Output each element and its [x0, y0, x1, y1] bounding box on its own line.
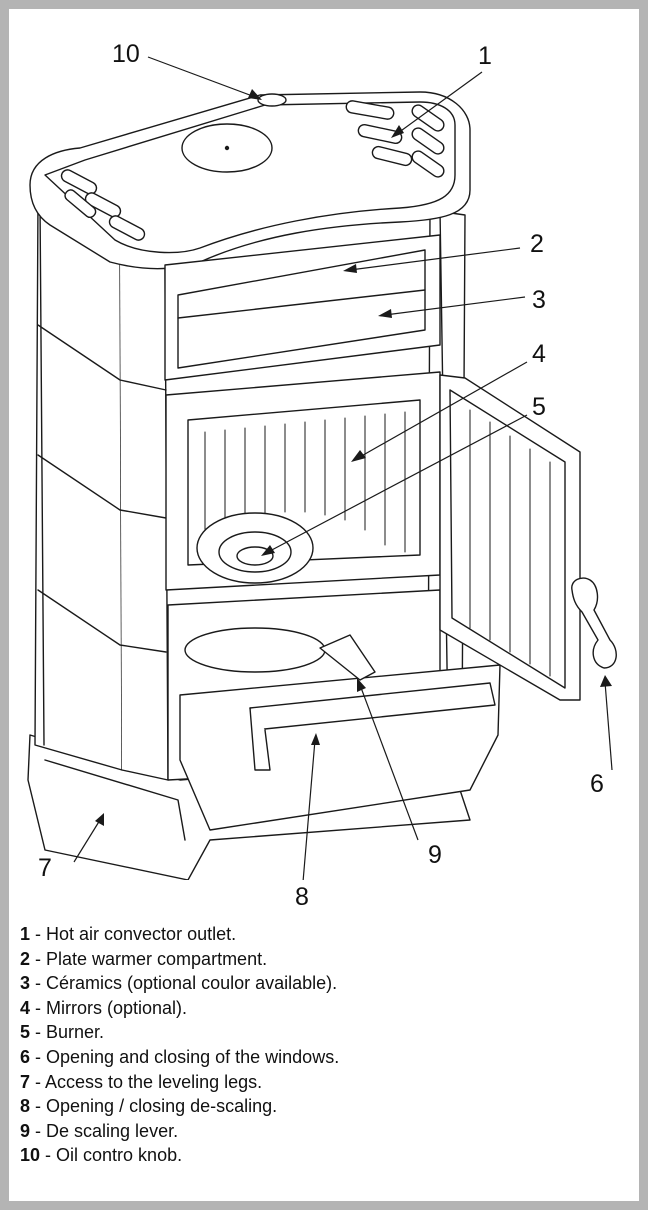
legend-number: 1 — [20, 924, 31, 944]
callout-3: 3 — [532, 286, 546, 314]
legend-text: - Mirrors (optional). — [30, 997, 188, 1018]
legend-text: - Oil contro knob. — [40, 1145, 183, 1166]
arrowheads — [95, 89, 612, 826]
legend-number: 7 — [20, 1071, 31, 1092]
legend-text: - Access to the leveling legs. — [30, 1071, 263, 1092]
legend-item: 6 - Opening and closing of the windows. — [20, 1045, 620, 1070]
plate-warmer-compartment — [164, 234, 441, 381]
legend-number: 4 — [20, 997, 31, 1018]
legend-number: 9 — [20, 1120, 31, 1141]
legend-text: - Plate warmer compartment. — [30, 948, 268, 969]
stove-figure — [27, 56, 617, 883]
callout-8: 8 — [295, 883, 309, 911]
legend-item: 7 - Access to the leveling legs. — [20, 1070, 620, 1095]
legend-item: 1 - Hot air convector outlet. — [20, 922, 620, 947]
oil-control-knob — [257, 93, 287, 107]
legend-text: - Opening and closing of the windows. — [30, 1046, 340, 1067]
stove-top-plate — [29, 91, 471, 270]
legend-number: 2 — [20, 948, 31, 969]
legend-text: - Opening / closing de-scaling. — [30, 1096, 278, 1117]
legend-item: 3 - Céramics (optional coulor available)… — [20, 971, 620, 996]
legend-item: 5 - Burner. — [20, 1020, 620, 1045]
descaling-lever — [319, 634, 376, 681]
callout-2: 2 — [530, 230, 544, 258]
legend-number: 10 — [20, 1145, 41, 1166]
legend-number: 6 — [20, 1046, 31, 1067]
legend-item: 2 - Plate warmer compartment. — [20, 947, 620, 972]
legend-number: 8 — [20, 1096, 31, 1117]
callout-1: 1 — [478, 42, 492, 70]
legend-number: 5 — [20, 1022, 31, 1043]
stove-drawing — [27, 56, 617, 883]
parts-legend: 1 - Hot air convector outlet. 2 - Plate … — [20, 922, 620, 1168]
callout-6: 6 — [590, 770, 604, 798]
legend-text: - Hot air convector outlet. — [30, 924, 237, 944]
callout-4: 4 — [532, 340, 546, 368]
callout-10: 10 — [112, 40, 140, 68]
legend-number: 3 — [20, 973, 31, 994]
door-handle — [571, 577, 617, 669]
callout-7: 7 — [38, 854, 52, 882]
callout-9: 9 — [428, 841, 442, 869]
legend-item: 8 - Opening / closing de-scaling. — [20, 1094, 620, 1119]
callout-5: 5 — [532, 393, 546, 421]
stove-left-body — [34, 199, 123, 771]
leader-lines — [73, 56, 613, 883]
legend-item: 4 - Mirrors (optional). — [20, 996, 620, 1021]
legend-text: - De scaling lever. — [30, 1120, 179, 1141]
legend-item: 9 - De scaling lever. — [20, 1119, 620, 1144]
legend-item: 10 - Oil contro knob. — [20, 1143, 620, 1168]
legend-text: - Burner. — [30, 1022, 105, 1043]
legend-text: - Céramics (optional coulor available). — [30, 973, 338, 994]
